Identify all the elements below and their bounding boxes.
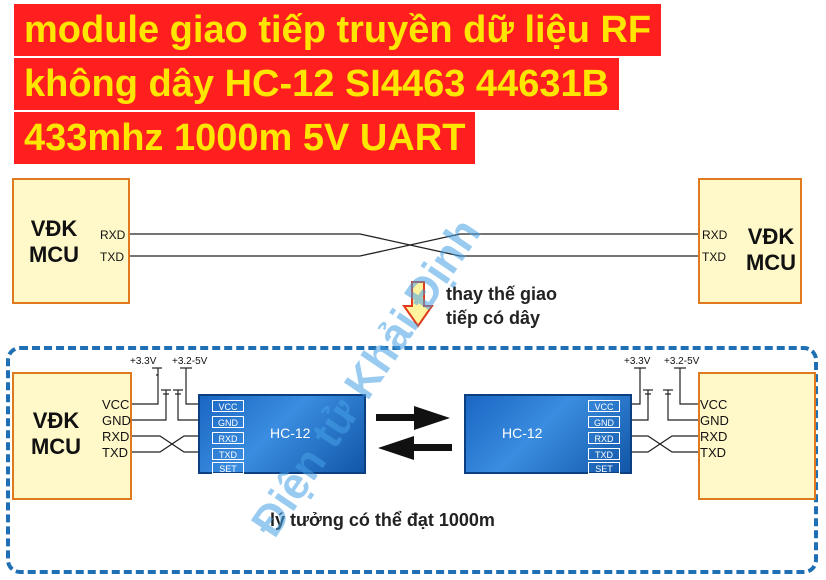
- voltage-label-left-3v3: +3.3V: [130, 356, 157, 367]
- mcu-label-line-1: VĐK: [30, 216, 78, 241]
- wire-left-gnd: [132, 390, 167, 421]
- module-right-pin-rxd: RXD: [588, 432, 620, 444]
- module-right-pin-set: SET: [588, 462, 620, 474]
- voltage-label-right-3v3: +3.3V: [624, 356, 651, 367]
- pin-bottom-left-gnd: GND: [102, 413, 131, 428]
- replace-note: thay thế giao tiếp có dây: [446, 282, 557, 330]
- pin-top-right-rxd: RXD: [702, 228, 728, 242]
- pin-bottom-right-gnd: GND: [700, 413, 729, 428]
- mcu-label-top-right: VĐK MCU: [736, 224, 806, 276]
- pin-bottom-left-vcc: VCC: [102, 397, 130, 412]
- hc12-module-left: HC-12 VCC GND RXD TXD SET: [198, 394, 366, 474]
- replace-note-line-1: thay thế giao: [446, 284, 558, 304]
- pin-top-left-rxd: RXD: [100, 228, 126, 242]
- mcu-box-top-right: [698, 178, 802, 304]
- down-arrow-shape: [402, 281, 434, 328]
- title-line-2: không dây HC-12 SI4463 44631B: [14, 58, 620, 110]
- module-left-pin-set: SET: [212, 462, 244, 474]
- pin-top-right-txd: TXD: [702, 250, 726, 264]
- wire-right-mod-vcc: [632, 368, 641, 405]
- wire-top-txd: [130, 233, 698, 257]
- wireless-section-frame: [6, 346, 818, 574]
- wire-left-mod-vcc: [185, 368, 198, 405]
- wire-left-vcc: [132, 374, 159, 405]
- hc12-module-right: HC-12 VCC GND RXD TXD SET: [464, 394, 632, 474]
- wire-right-mod-gnd: [632, 390, 649, 421]
- pin-bottom-right-vcc: VCC: [700, 397, 728, 412]
- mcu-label-bottom-left: VĐK MCU: [18, 408, 94, 460]
- wire-left-txd: [132, 435, 198, 453]
- module-right-pin-gnd: GND: [588, 416, 620, 428]
- mcu-label-line-2: MCU: [30, 434, 82, 459]
- mcu-box-bottom-right: [698, 372, 816, 500]
- title-line-1: module giao tiếp truyền dữ liệu RF: [14, 4, 662, 56]
- pin-top-left-txd: TXD: [100, 250, 124, 264]
- title-line-3: 433mhz 1000m 5V UART: [14, 112, 476, 164]
- mcu-label-line-2: MCU: [28, 242, 80, 267]
- module-left-pin-rxd: RXD: [212, 432, 244, 444]
- mcu-label-line-1: VĐK: [747, 224, 795, 249]
- voltage-label-right-5v: +3.2-5V: [664, 356, 700, 367]
- wire-left-mod-gnd: [177, 390, 198, 421]
- pin-bottom-left-txd: TXD: [102, 445, 128, 460]
- wire-right-txd: [632, 435, 698, 453]
- module-left-pin-gnd: GND: [212, 416, 244, 428]
- module-left-pin-txd: TXD: [212, 448, 244, 460]
- mcu-label-line-1: VĐK: [32, 408, 80, 433]
- voltage-label-left-5v: +3.2-5V: [172, 356, 208, 367]
- replace-note-line-2: tiếp có dây: [446, 308, 541, 328]
- pin-bottom-right-rxd: RXD: [700, 429, 728, 444]
- wire-top-rxd: [130, 233, 698, 257]
- bidirectional-arrows: [376, 406, 452, 460]
- range-note: lý tưởng có thể đạt 1000m: [270, 510, 495, 530]
- wire-right-gnd: [667, 390, 698, 421]
- module-left-pin-vcc: VCC: [212, 400, 244, 412]
- module-right-pin-txd: TXD: [588, 448, 620, 460]
- pin-bottom-right-txd: TXD: [700, 445, 726, 460]
- pin-bottom-left-rxd: RXD: [102, 429, 130, 444]
- mcu-box-bottom-left: [12, 372, 132, 500]
- module-name-right: HC-12: [502, 425, 543, 441]
- mcu-box-top-left: [12, 178, 130, 304]
- mcu-label-top-left: VĐK MCU: [18, 216, 90, 268]
- module-right-pin-vcc: VCC: [588, 400, 620, 412]
- module-name-left: HC-12: [270, 425, 311, 441]
- wire-right-vcc: [679, 368, 698, 405]
- mcu-label-line-2: MCU: [745, 250, 797, 275]
